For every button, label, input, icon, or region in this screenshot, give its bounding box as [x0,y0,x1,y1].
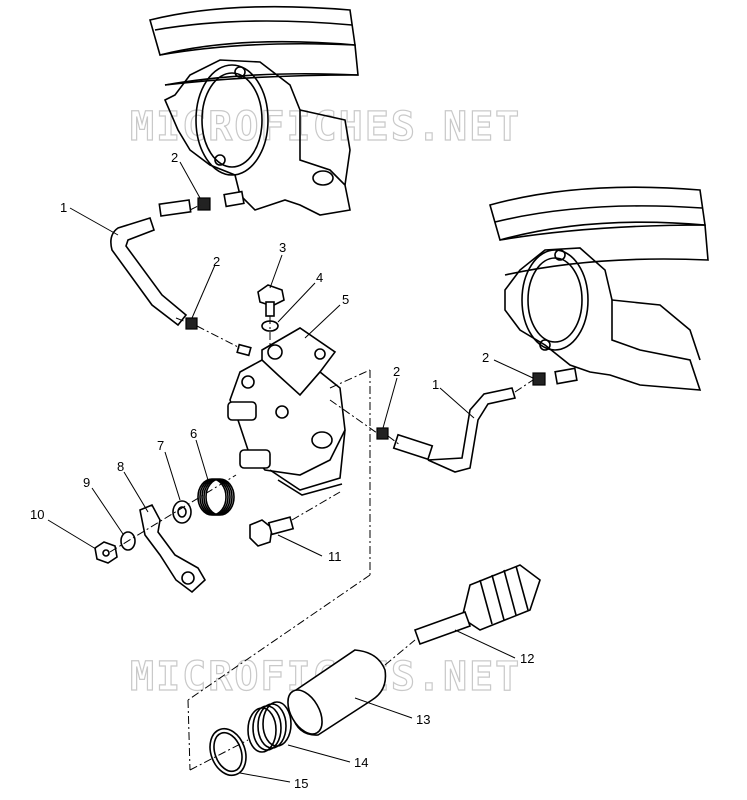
shaft-sleeve [287,649,387,736]
engine-cylinder-left [149,5,359,216]
callout-12: 12 [520,651,534,666]
hose-clamp-mid-right [376,427,389,440]
callout-6: 6 [190,426,197,441]
hose-clamp-right [532,367,578,386]
callout-2-mid-left: 2 [213,254,220,269]
callout-4: 4 [316,270,323,285]
callout-11: 11 [328,549,342,564]
callout-8: 8 [117,459,124,474]
hex-nut [94,541,118,564]
callout-13: 13 [416,712,430,727]
leader-lines [47,161,534,783]
callout-7: 7 [157,438,164,453]
compression-spring [247,701,292,753]
callout-10: 10 [30,507,44,522]
oil-hose-right [392,387,517,473]
banjo-bolt [249,516,295,547]
hose-clamp-top-left [197,190,245,211]
return-spring [197,478,235,516]
pump-control-lever [139,503,207,594]
callout-2-mid-right: 2 [393,364,400,379]
assembly-axis-lines [109,204,534,771]
oil-hose-left [110,199,192,327]
callout-14: 14 [354,755,368,770]
hose-clamp-mid-left [185,317,252,357]
engine-cylinder-right [489,186,709,391]
oil-pump-body [227,327,346,496]
callout-15: 15 [294,776,308,791]
flat-washer [172,500,192,524]
pump-bolt [257,284,285,317]
callout-1-right: 1 [432,377,439,392]
callout-2-right: 2 [482,350,489,365]
callout-3: 3 [279,240,286,255]
drive-gear-shaft [413,564,541,646]
o-ring [209,727,247,777]
callout-2-top-left: 2 [171,150,178,165]
callout-1-left: 1 [60,200,67,215]
callout-9: 9 [83,475,90,490]
callout-5: 5 [342,292,349,307]
watermark-top: MICROFICHES.NET [130,104,521,150]
